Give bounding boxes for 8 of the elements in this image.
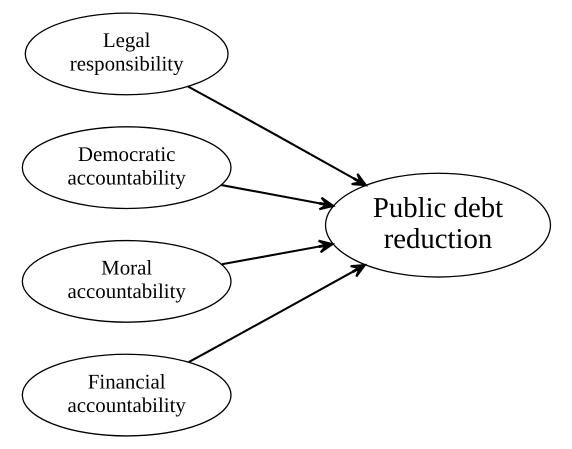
node-ellipse: Legal responsibility <box>24 12 228 96</box>
node-ellipse: Democratic accountability <box>21 126 232 210</box>
arrow <box>221 240 334 266</box>
node-ellipse: Moral accountability <box>21 240 232 323</box>
arrow <box>188 264 366 364</box>
arrow <box>187 86 366 186</box>
node-ellipse: Financial accountability <box>21 354 232 437</box>
arrow <box>220 184 334 210</box>
